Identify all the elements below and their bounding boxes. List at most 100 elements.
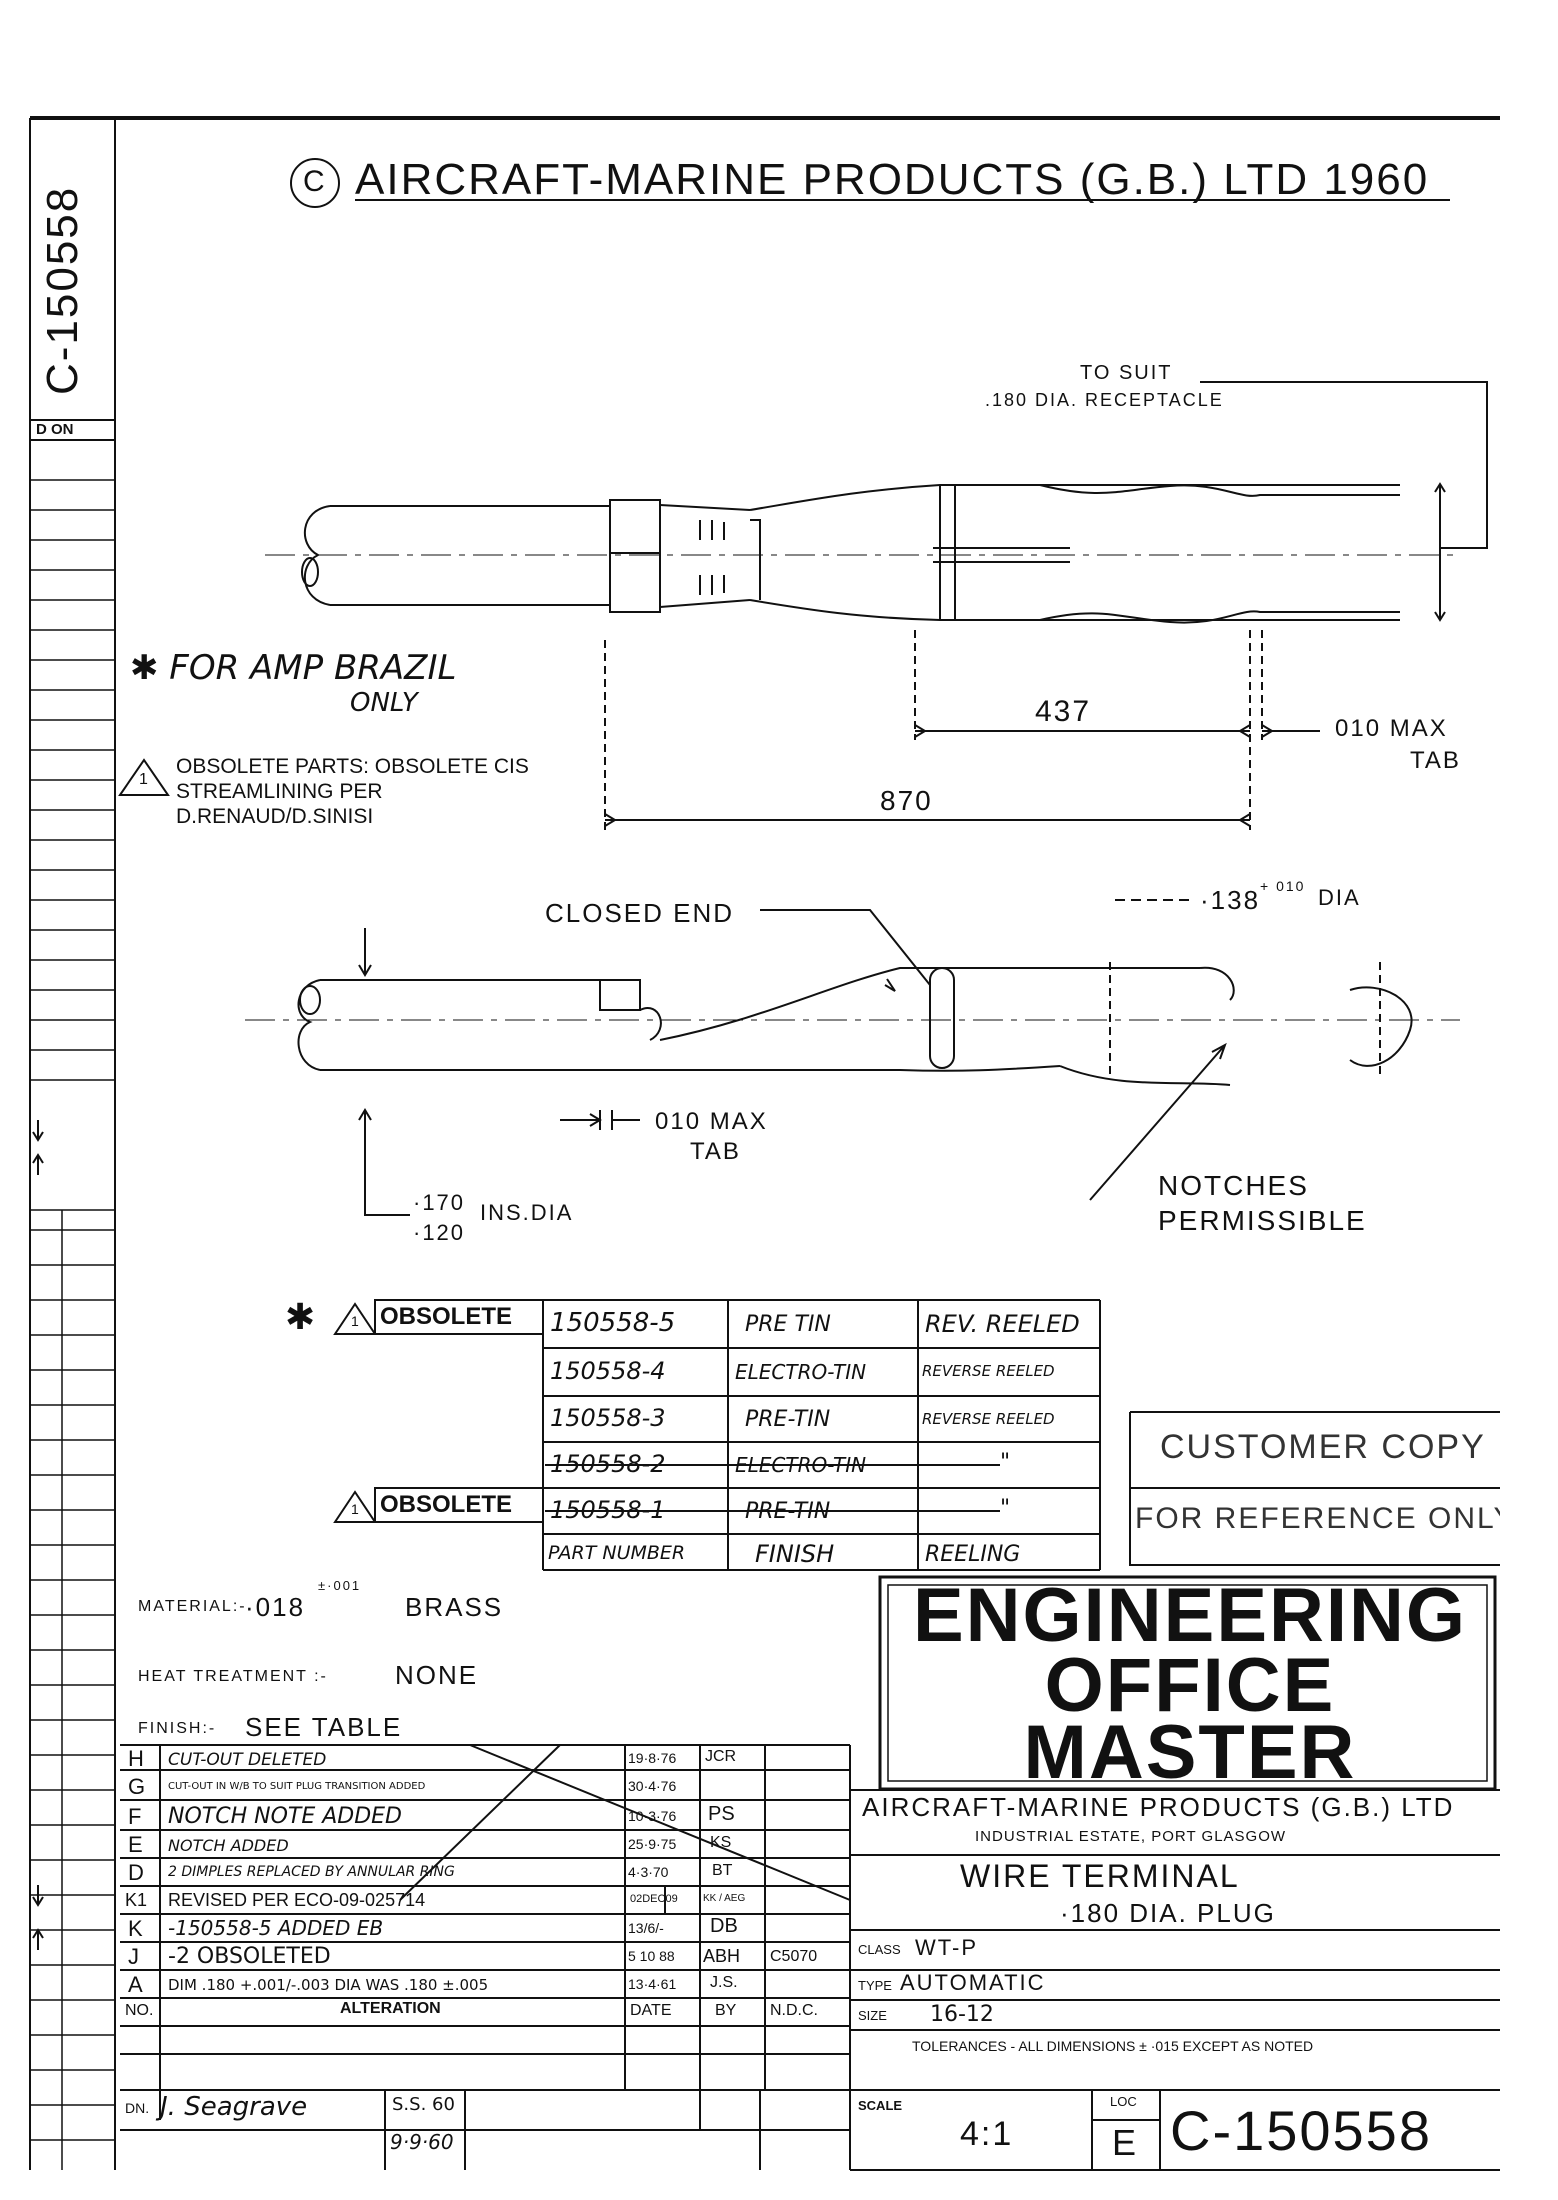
material-name: BRASS <box>405 1592 504 1622</box>
class-value: WT-P <box>915 1935 978 1960</box>
alt-k-date: 13/6/- <box>628 1920 664 1936</box>
finish-value: SEE TABLE <box>245 1712 403 1742</box>
rev-e: E <box>128 1832 145 1857</box>
type-value: AUTOMATIC <box>900 1970 1046 1995</box>
alt-j-by: ABH <box>703 1946 741 1966</box>
alt-d-text: 2 DIMPLES REPLACED BY ANNULAR RING <box>168 1864 455 1880</box>
reeling-3: REVERSE REELED <box>922 1410 1055 1428</box>
dn-value: J. Seagrave <box>160 2092 308 2122</box>
obsolete-label-2: OBSOLETE <box>380 1491 513 1518</box>
alt-k1-date: 02DEC09 <box>630 1893 678 1905</box>
alt-d-date: 4·3·70 <box>628 1864 669 1880</box>
obsolete-note-line1: OBSOLETE PARTS: OBSOLETE CIS <box>176 755 529 778</box>
reeling-2: " <box>1000 1450 1011 1475</box>
closed-end-label: CLOSED END <box>545 898 735 928</box>
material-tolerance: ±·001 <box>318 1578 362 1593</box>
scale-label: SCALE <box>858 2098 903 2113</box>
header-finish: FINISH <box>755 1540 835 1568</box>
notches-label: NOTCHES <box>1158 1170 1309 1201</box>
alt-a-date: 13·4·61 <box>628 1976 677 1992</box>
ins-dia-upper: ·170 <box>413 1190 466 1215</box>
scale-value: 4:1 <box>960 2115 1014 2153</box>
obsolete-label-1: OBSOLETE <box>380 1303 513 1330</box>
alt-h-date: 19·8·76 <box>628 1750 677 1766</box>
alt-j-date: 5 10 88 <box>628 1948 675 1964</box>
dia-138-label: ·138 <box>1200 885 1261 915</box>
alt-j-text: -2 OBSOLETED <box>168 1944 331 1969</box>
alt-f-text: NOTCH NOTE ADDED <box>168 1804 402 1829</box>
part-4: 150558-4 <box>550 1357 666 1385</box>
alt-f-date: 10·3·76 <box>628 1808 677 1824</box>
drawing-title: AIRCRAFT-MARINE PRODUCTS (G.B.) LTD 1960 <box>355 155 1430 204</box>
dn-label: DN. <box>125 2100 150 2116</box>
part-1: 150558-1 <box>550 1496 666 1524</box>
rev-d: D <box>128 1860 146 1885</box>
alt-d-by: BT <box>712 1862 733 1879</box>
loc-value: E <box>1112 2122 1139 2163</box>
brazil-note: ✱ FOR AMP BRAZIL <box>130 648 457 688</box>
to-suit-label: TO SUIT <box>1080 362 1173 384</box>
part-subname: ·180 DIA. PLUG <box>1060 1898 1276 1928</box>
heat-value: NONE <box>395 1660 479 1690</box>
alt-footer-by: BY <box>715 2002 737 2019</box>
rev-k: K <box>128 1916 145 1941</box>
rev-a: A <box>128 1972 145 1997</box>
size-label: SIZE <box>858 2008 887 2023</box>
dim-tab-max: 010 MAX <box>1335 715 1448 742</box>
obsolete-flag-1: 1 <box>139 771 148 788</box>
alt-k1-text: REVISED PER ECO-09-025714 <box>168 1890 426 1910</box>
reeling-5: REV. REELED <box>925 1310 1080 1338</box>
reeling-1: " <box>1000 1496 1011 1521</box>
alt-k-by: DB <box>710 1915 738 1937</box>
dia-138-tolerance: + 010 <box>1260 878 1306 894</box>
side-tab-max: 010 MAX <box>655 1108 768 1135</box>
engineering-stamp: ENGINEERING <box>912 1573 1468 1658</box>
material-label: MATERIAL:- <box>138 1598 247 1615</box>
alt-footer-alteration: ALTERATION <box>340 2000 441 2017</box>
rev-k1: K1 <box>125 1890 148 1910</box>
part-3: 150558-3 <box>550 1404 666 1432</box>
side-drawing-number: C-150558 <box>38 185 87 395</box>
rev-h: H <box>128 1746 146 1771</box>
alt-a-text: DIM .180 +.001/-.003 DIA WAS .180 ±.005 <box>168 1976 489 1994</box>
tolerances-note: TOLERANCES - ALL DIMENSIONS ± ·015 EXCEP… <box>912 2038 1314 2054</box>
alt-a-by: J.S. <box>710 1974 738 1991</box>
dia-138-unit: DIA <box>1318 885 1361 910</box>
alt-e-date: 25·9·75 <box>628 1836 677 1852</box>
dim-tab-label: TAB <box>1410 747 1461 774</box>
company-address: INDUSTRIAL ESTATE, PORT GLASGOW <box>975 1828 1287 1845</box>
alt-h-text: CUT-OUT DELETED <box>168 1750 327 1770</box>
drawing-number: C-150558 <box>1170 2099 1432 2162</box>
alt-g-date: 30·4·76 <box>628 1778 677 1794</box>
alt-f-by: PS <box>708 1803 735 1825</box>
date-value: 9·9·60 <box>390 2130 454 2154</box>
ins-dia-lower: ·120 <box>413 1220 466 1245</box>
permissible-label: PERMISSIBLE <box>1158 1205 1367 1236</box>
material-value: ·018 <box>245 1592 306 1622</box>
finish-label: FINISH:- <box>138 1720 217 1737</box>
office-stamp: OFFICE <box>1044 1643 1336 1728</box>
receptacle-label: .180 DIA. RECEPTACLE <box>985 390 1224 410</box>
ins-dia-label: INS.DIA <box>480 1200 574 1225</box>
obsolete-note-line2: STREAMLINING PER <box>176 780 383 803</box>
alt-footer-ndc: N.D.C. <box>770 2002 818 2019</box>
rev-j: J <box>128 1944 141 1969</box>
dim-870: 870 <box>880 785 933 816</box>
brazil-note-only: ONLY <box>350 688 418 718</box>
obsolete-flag-3: 1 <box>351 1501 359 1517</box>
ss-value: S.S. 60 <box>392 2094 455 2115</box>
alt-k1-by: KK / AEG <box>703 1893 746 1904</box>
part-2: 150558-2 <box>550 1450 666 1478</box>
reference-only-stamp: FOR REFERENCE ONLY <box>1135 1502 1500 1535</box>
type-label: TYPE <box>858 1978 892 1993</box>
alt-h-by: JCR <box>705 1748 737 1765</box>
part-name: WIRE TERMINAL <box>960 1858 1240 1894</box>
customer-copy-stamp: CUSTOMER COPY <box>1160 1428 1486 1466</box>
finish-4: ELECTRO-TIN <box>735 1360 867 1384</box>
header-part-number: PART NUMBER <box>548 1542 686 1564</box>
copyright-symbol: C <box>303 165 327 198</box>
master-stamp: MASTER <box>1023 1710 1357 1795</box>
finish-1: PRE-TIN <box>745 1499 831 1524</box>
alt-e-by: KS <box>710 1834 732 1851</box>
reeling-4: REVERSE REELED <box>922 1362 1055 1380</box>
